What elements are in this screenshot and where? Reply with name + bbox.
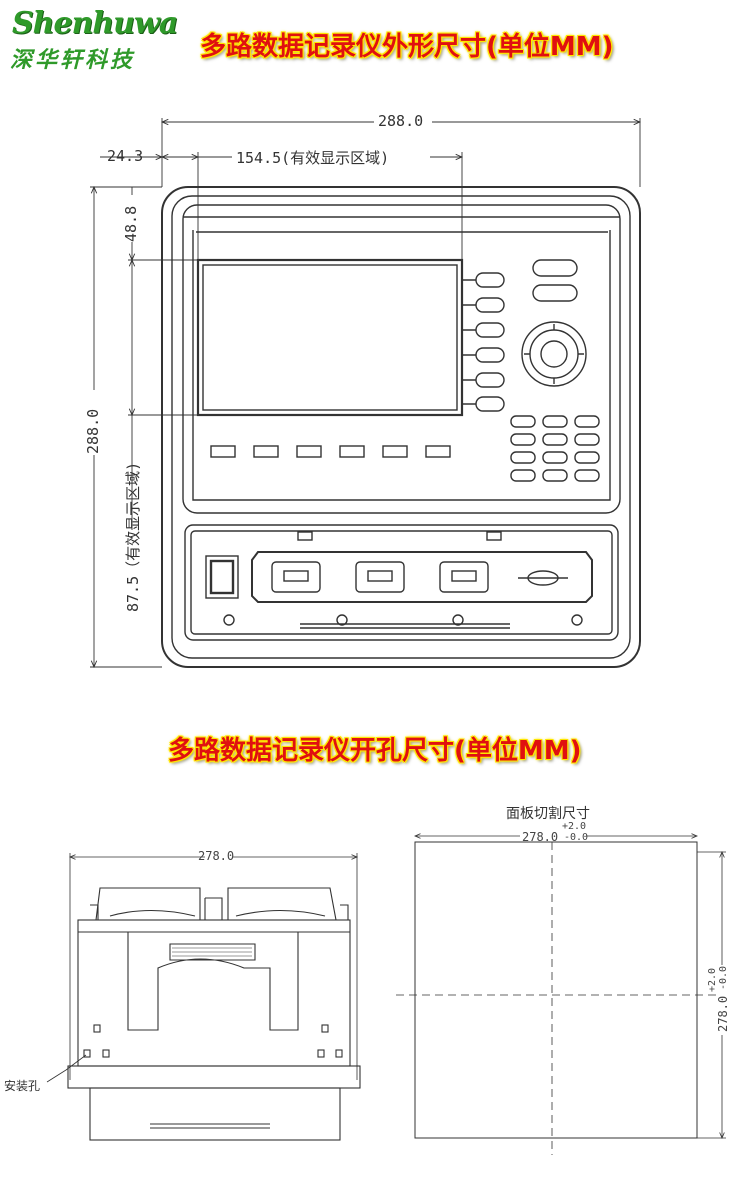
overall-width-dimension: 288.0 xyxy=(378,112,424,130)
front-dimension-lines xyxy=(90,118,640,667)
cutout-width-tol-plus: +2.0 xyxy=(562,821,587,832)
cutout-width-tol-minus: -0.0 xyxy=(564,832,589,843)
function-keys xyxy=(210,445,451,458)
soft-keys xyxy=(462,272,505,412)
front-view xyxy=(161,186,641,668)
cutout-width-dimension: 278.0 +2.0 -0.0 xyxy=(522,822,588,845)
side-width-dimension: 278.0 xyxy=(198,849,235,863)
cutout-height-tol-minus: -0.0 xyxy=(718,965,729,990)
outline-dimensions-title: 多路数据记录仪外形尺寸(单位MM) xyxy=(200,32,614,62)
port-compartment xyxy=(184,524,619,641)
left-offset-dimension: 24.3 xyxy=(107,147,144,165)
top-offset-dimension: 48.8 xyxy=(122,205,140,242)
brand-logo-text: Shenhuwa xyxy=(12,6,178,41)
cutout-height-base: 278.0 xyxy=(716,995,730,1032)
overall-height-dimension: 288.0 xyxy=(84,408,102,454)
display-height-dimension: 87.5（有效显示区域) xyxy=(124,461,142,612)
cutout-height-tol-plus: +2.0 xyxy=(707,967,718,992)
side-view xyxy=(46,853,361,1141)
display-area xyxy=(196,258,464,417)
display-width-dimension: 154.5(有效显示区域) xyxy=(236,149,390,167)
cutout-dimensions-title: 多路数据记录仪开孔尺寸(单位MM) xyxy=(168,736,582,766)
cutout-height-dimension: 278.0 +2.0 -0.0 xyxy=(707,966,731,1032)
mount-hole-label: 安装孔 xyxy=(4,1079,41,1093)
brand-logo-cn: 深华轩科技 xyxy=(10,48,136,73)
navigation-pad xyxy=(521,321,587,387)
numeric-keypad xyxy=(510,415,600,482)
cutout-width-base: 278.0 xyxy=(522,830,559,844)
panel-cutout xyxy=(396,836,726,1155)
panel-cutout-title: 面板切割尺寸 xyxy=(506,806,590,822)
